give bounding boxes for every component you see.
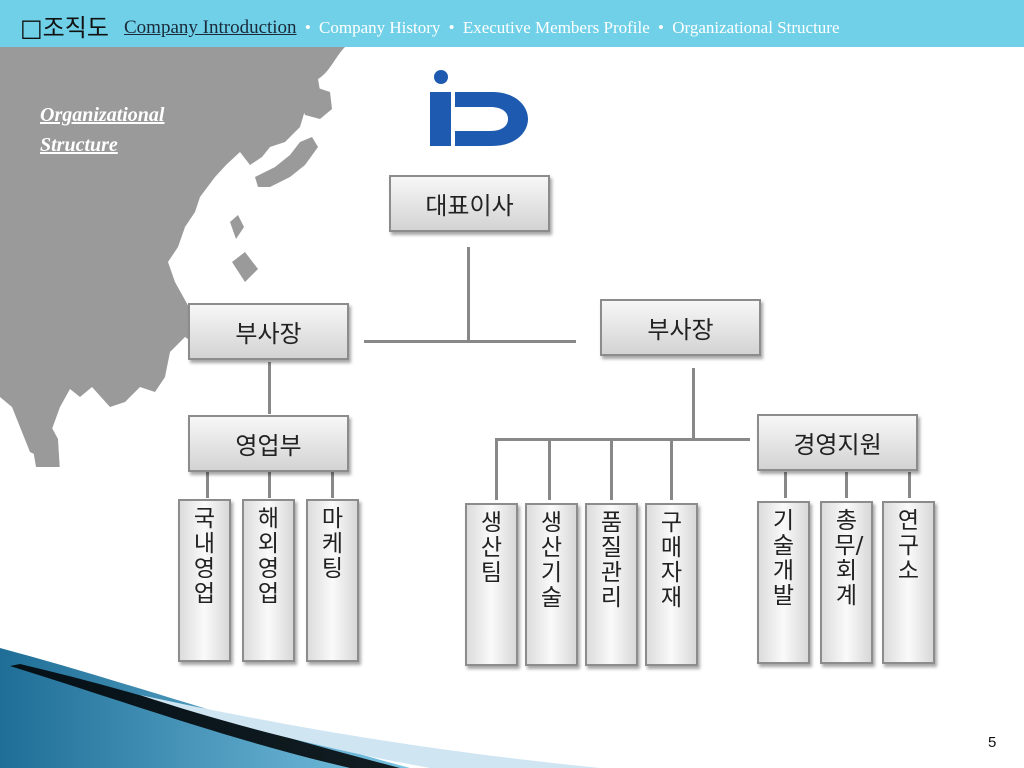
section-label: Organizational Structure: [40, 100, 164, 160]
team-label: 품질관리: [600, 510, 623, 611]
connector-team: [331, 472, 334, 498]
ceo-box: 대표이사: [389, 175, 550, 232]
bottom-wave-decoration: [0, 648, 600, 768]
connector-team: [268, 472, 271, 498]
team-box-marketing: 마케팅: [306, 499, 359, 662]
nav-link-executive-members[interactable]: Executive Members Profile: [462, 18, 650, 37]
connector-vp-right: [692, 368, 695, 440]
nav-separator: •: [304, 18, 311, 37]
connector-production-horizontal: [495, 438, 750, 441]
sales-dept-box: 영업부: [188, 415, 349, 472]
team-label: 해외영업: [257, 506, 280, 607]
nav-separator: •: [448, 18, 455, 37]
connector-ceo: [467, 247, 470, 342]
team-box-overseas-sales: 해외영업: [242, 499, 295, 662]
team-label: 구매자재: [660, 510, 683, 611]
team-label: 마케팅: [321, 506, 344, 582]
connector-team: [206, 472, 209, 498]
team-box-quality-control: 품질관리: [585, 503, 638, 666]
nav-links: Company Introduction • Company History •…: [124, 17, 840, 39]
header-bar: □조직도 Company Introduction • Company Hist…: [0, 0, 1024, 47]
page-title: □조직도: [20, 14, 109, 42]
connector-vp-horizontal: [364, 340, 576, 343]
page-number: 5: [988, 734, 997, 751]
connector-team: [908, 472, 911, 498]
connector-team: [784, 472, 787, 498]
team-box-domestic-sales: 국내영업: [178, 499, 231, 662]
team-box-general-affairs: 총무/회계: [820, 501, 873, 664]
team-box-production: 생산팀: [465, 503, 518, 666]
nav-link-company-history[interactable]: Company History: [319, 18, 441, 37]
team-label: 생산팀: [480, 510, 503, 586]
connector-sales: [268, 362, 271, 414]
team-label: 국내영업: [193, 506, 216, 607]
team-label: 기술개발: [772, 508, 795, 609]
team-label: 생산기술: [540, 510, 563, 611]
nav-separator: •: [658, 18, 664, 37]
team-label: 연구소: [897, 508, 920, 584]
connector-team: [610, 438, 613, 500]
management-support-box: 경영지원: [757, 414, 918, 471]
team-box-production-tech: 생산기술: [525, 503, 578, 666]
section-label-line1: Organizational: [40, 104, 165, 126]
connector-team: [845, 472, 848, 498]
team-box-purchasing: 구매자재: [645, 503, 698, 666]
section-label-line2: Structure: [40, 134, 118, 156]
connector-team: [670, 438, 673, 500]
east-asia-map-image: [0, 47, 345, 467]
team-box-research-lab: 연구소: [882, 501, 935, 664]
team-label: 총무/회계: [834, 508, 864, 609]
connector-team: [495, 438, 498, 500]
company-logo: [430, 70, 528, 146]
nav-link-organizational-structure[interactable]: Organizational Structure: [672, 18, 840, 37]
vp-left-box: 부사장: [188, 303, 349, 360]
vp-right-box: 부사장: [600, 299, 761, 356]
nav-link-company-introduction[interactable]: Company Introduction: [124, 17, 297, 38]
connector-team: [548, 438, 551, 500]
team-box-tech-development: 기술개발: [757, 501, 810, 664]
